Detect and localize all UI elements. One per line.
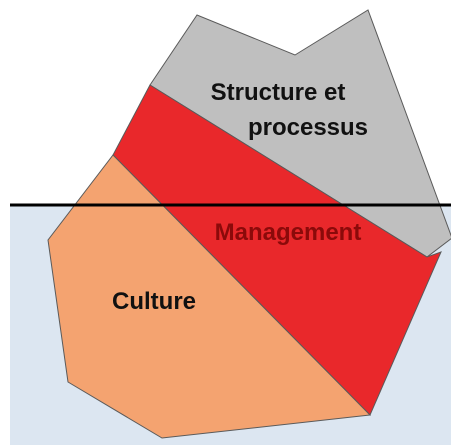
culture-section [47,154,372,439]
structure-label-line2: processus [248,114,368,141]
management-section [112,84,442,416]
structure-label-line1: Structure et [211,79,346,106]
management-label: Management [215,219,362,246]
culture-label: Culture [112,288,196,315]
